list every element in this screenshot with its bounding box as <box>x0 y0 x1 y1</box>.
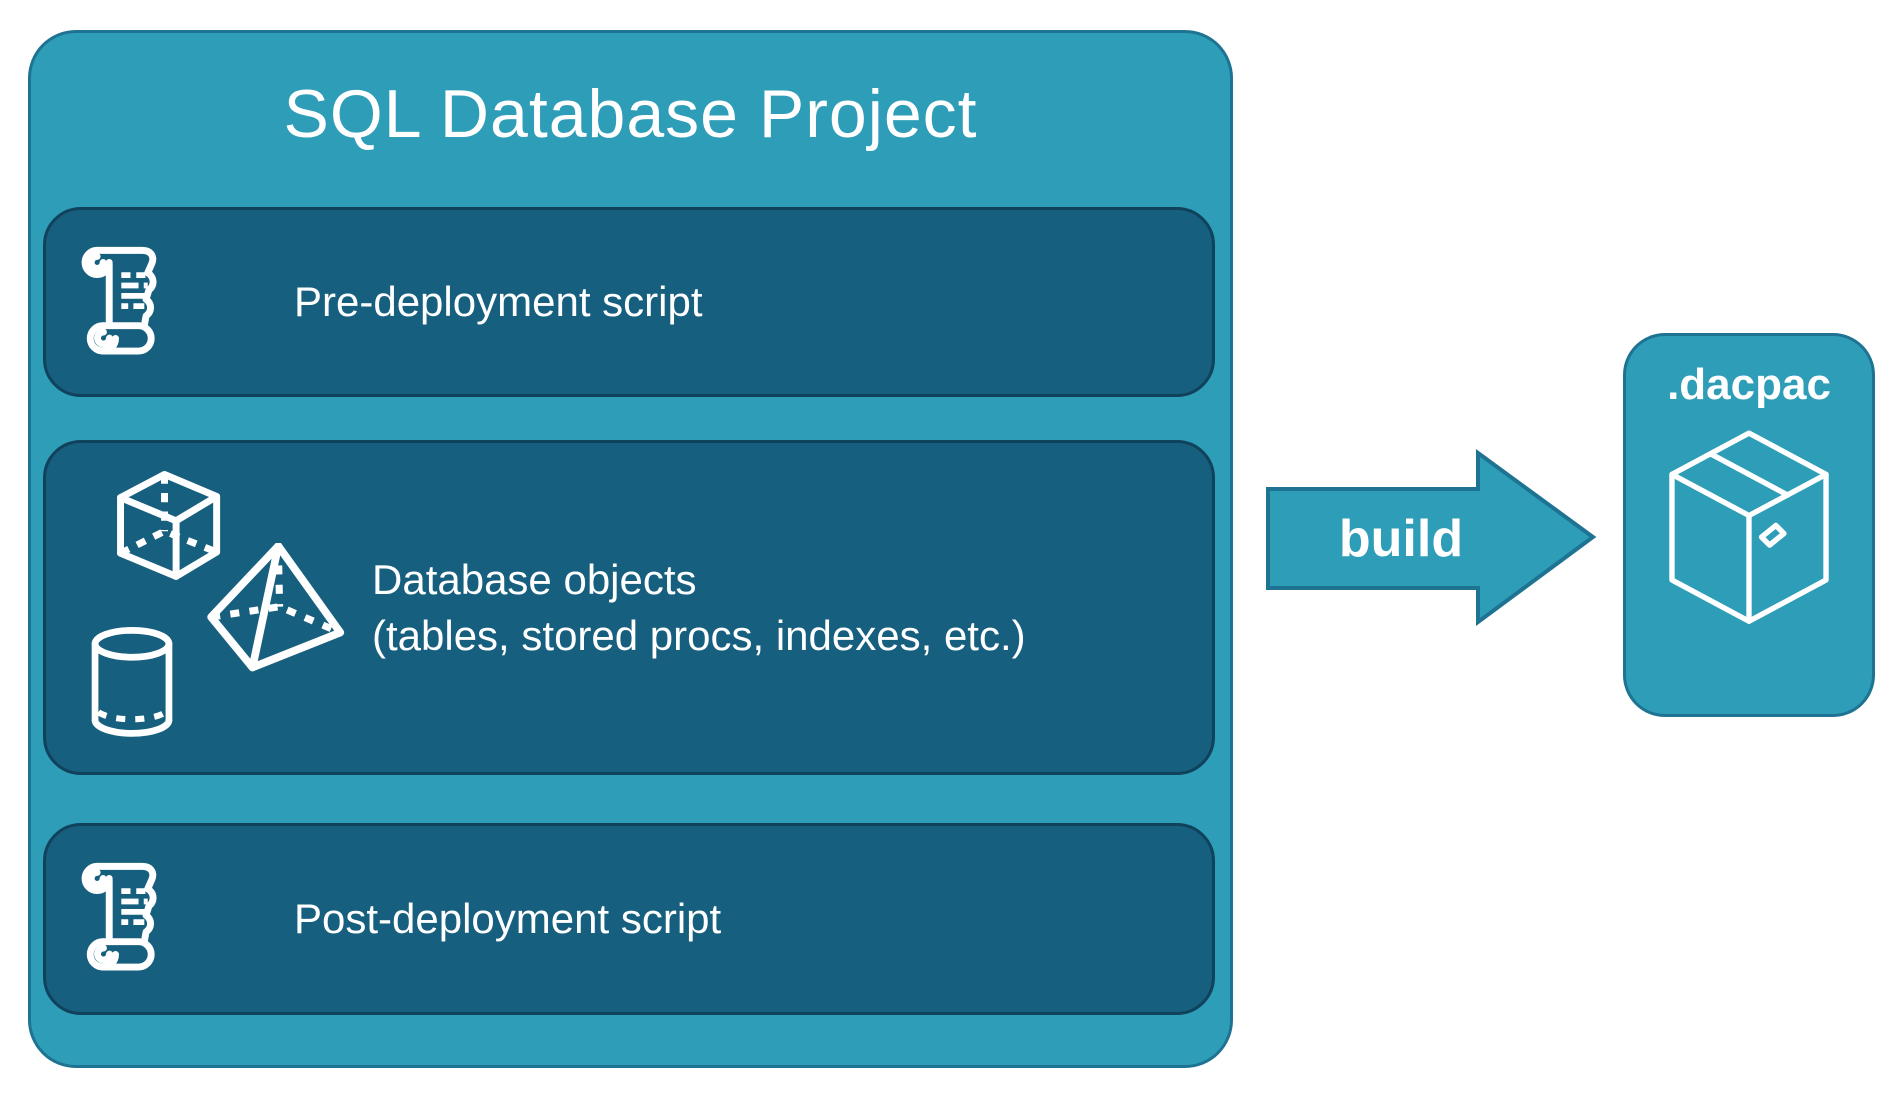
panel-label-pre-deployment: Pre-deployment script <box>294 278 703 325</box>
database-objects-line1: Database objects <box>372 555 697 603</box>
package-icon <box>1659 426 1839 632</box>
dacpac-label: .dacpac <box>1667 360 1831 409</box>
sql-database-project-box: SQL Database Project <box>28 30 1233 1068</box>
scroll-icon <box>72 236 166 366</box>
panel-post-deployment: Post-deployment script <box>43 823 1215 1015</box>
panel-database-objects: Database objects (tables, stored procs, … <box>43 440 1215 775</box>
panel-label-database-objects: Database objects (tables, stored procs, … <box>372 552 1026 664</box>
scroll-icon <box>72 852 166 982</box>
build-arrow <box>1266 449 1597 626</box>
project-title: SQL Database Project <box>283 76 978 152</box>
dacpac-box: .dacpac <box>1623 333 1875 717</box>
cube-icon <box>110 471 226 581</box>
pyramid-icon <box>206 543 348 673</box>
build-arrow-label: build <box>1338 509 1464 568</box>
cylinder-icon <box>86 627 178 739</box>
database-objects-line2: (tables, stored procs, indexes, etc.) <box>372 611 1026 659</box>
panel-pre-deployment: Pre-deployment script <box>43 207 1215 397</box>
panel-label-post-deployment: Post-deployment script <box>294 895 722 942</box>
